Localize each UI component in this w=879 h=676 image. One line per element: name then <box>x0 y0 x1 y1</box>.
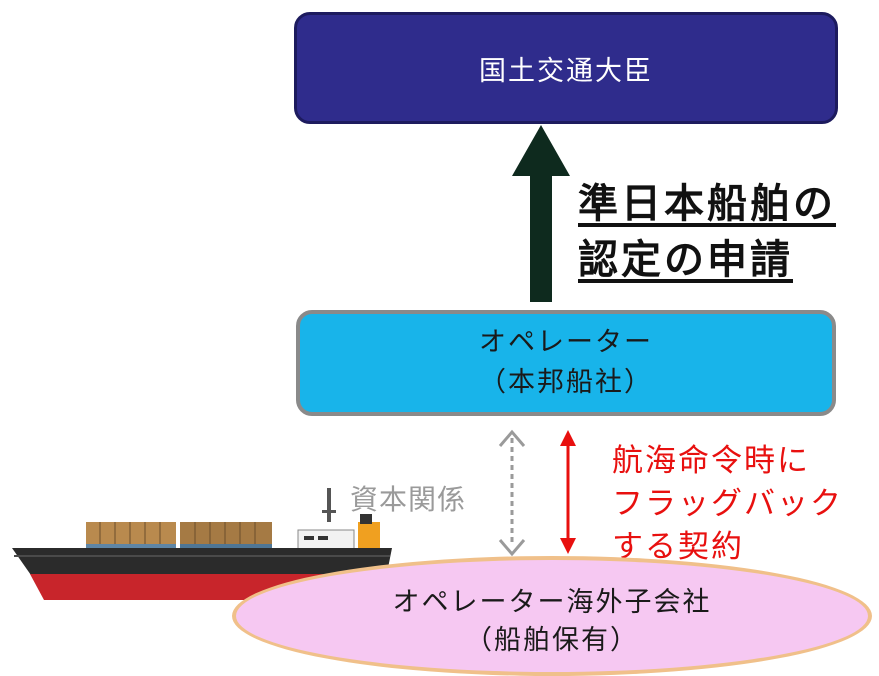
contract-line-2: フラッグバック <box>612 486 843 522</box>
application-line-2: 認定の申請 <box>578 237 793 283</box>
application-line-1: 準日本船舶の <box>578 181 836 227</box>
operator-line-1: オペレーター <box>479 327 653 358</box>
capital-arrow <box>498 429 526 557</box>
operator-line-2: （本邦船社） <box>479 367 653 398</box>
diagram-canvas <box>12 125 576 600</box>
contract-line-1: 航海命令時に <box>612 443 810 479</box>
application-label: 準日本船舶の 認定の申請 <box>578 176 836 288</box>
minister-label: 国土交通大臣 <box>479 55 653 87</box>
contract-label: 航海命令時に フラッグバック する契約 <box>612 440 843 569</box>
subsidiary-line-1: オペレーター海外子会社 <box>392 587 712 618</box>
contract-arrow <box>560 430 576 554</box>
application-arrow <box>512 125 570 302</box>
operator-box: オペレーター （本邦船社） <box>296 310 836 416</box>
minister-box: 国土交通大臣 <box>294 12 838 124</box>
capital-label: 資本関係 <box>350 483 467 516</box>
subsidiary-ellipse: オペレーター海外子会社 （船舶保有） <box>232 556 872 676</box>
subsidiary-line-2: （船舶保有） <box>465 625 639 656</box>
